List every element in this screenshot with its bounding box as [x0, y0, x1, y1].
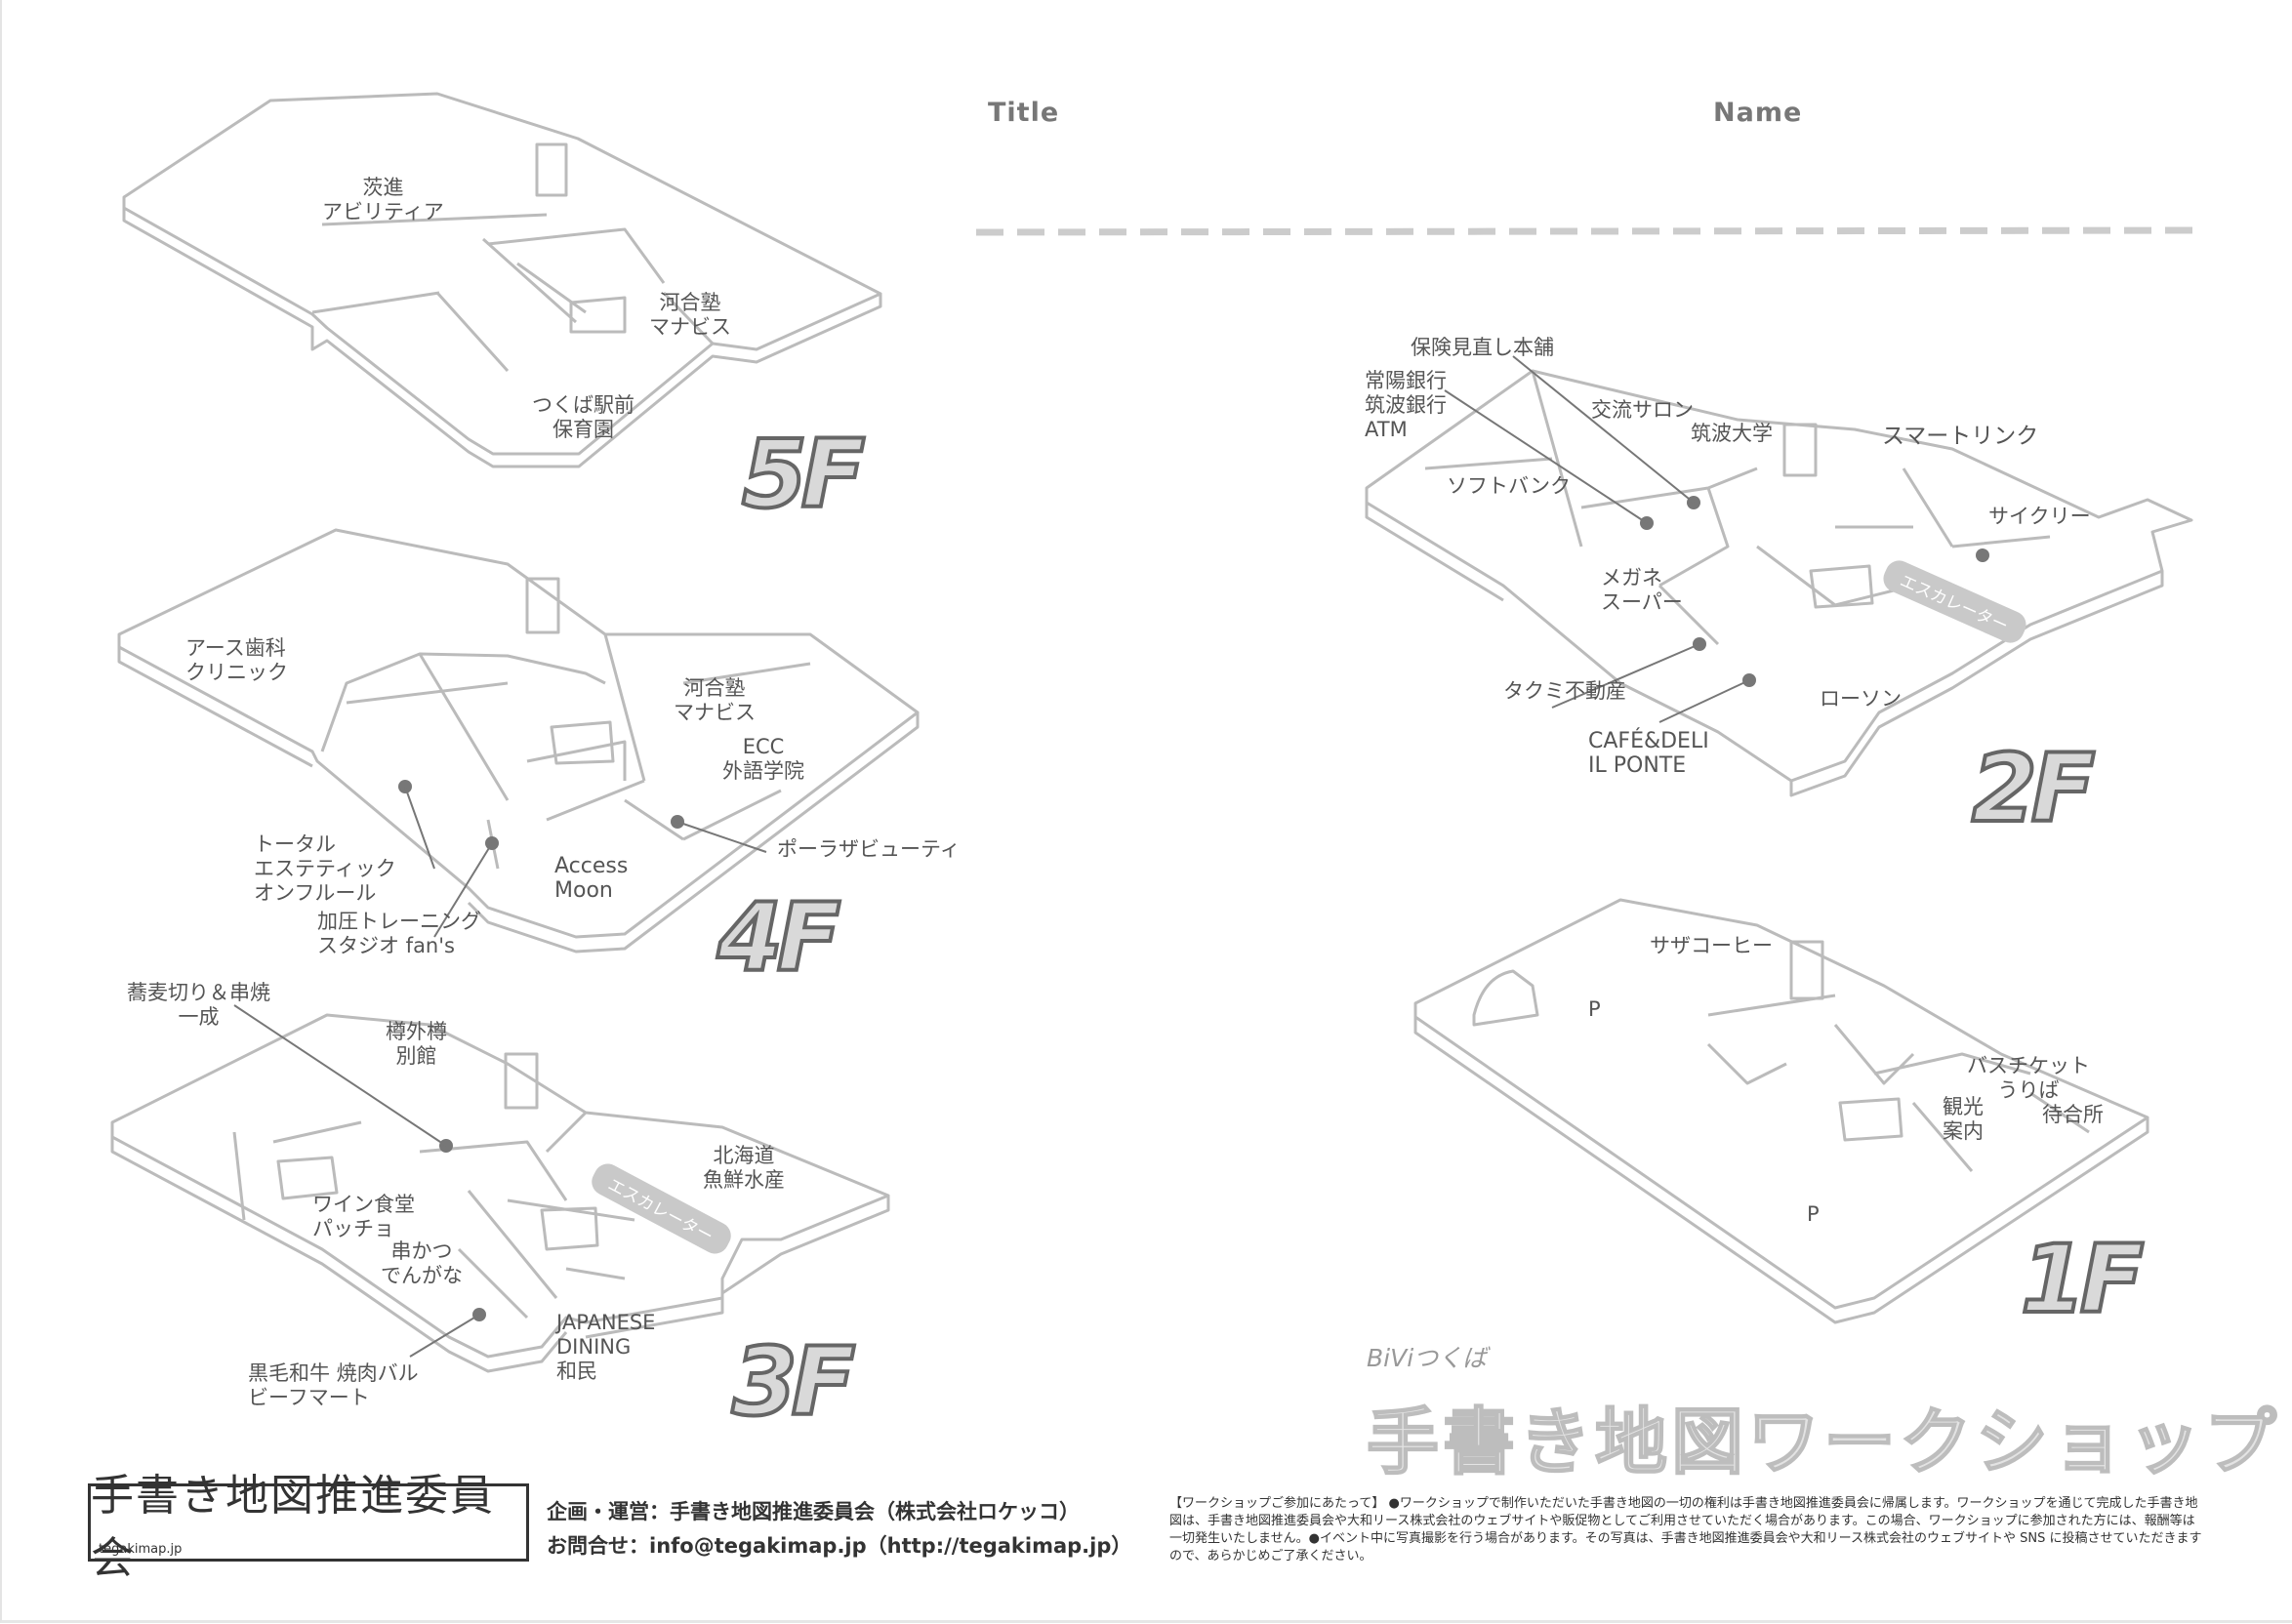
shop-label: 茨進 アビリティア	[322, 176, 444, 223]
shop-label: 筑波大学	[1691, 422, 1773, 445]
floor-badge-2f: 2F	[1970, 732, 2097, 845]
shop-label: 黒毛和牛 焼肉バル ビーフマート	[248, 1361, 419, 1409]
shop-label: ポーラザビューティ	[777, 837, 961, 861]
shop-label: 常陽銀行 筑波銀行 ATM	[1365, 369, 1447, 441]
logo-text: 手書き地図推進委員会	[91, 1471, 495, 1583]
committee-logo: 手書き地図推進委員会 tegakimap.jp	[88, 1471, 529, 1583]
floor-badge-1f: 1F	[2019, 1223, 2146, 1336]
workshop-subtitle: BiViつくば	[1367, 1344, 1488, 1372]
shop-label: 樽外樽 別館	[386, 1020, 447, 1068]
shop-label: ECC 外語学院	[722, 735, 804, 783]
shop-label: アース歯科 クリニック	[185, 636, 288, 684]
shop-label: サザコーヒー	[1650, 934, 1773, 957]
shop-label: ローソン	[1820, 687, 1902, 710]
shop-label: 待合所	[2042, 1103, 2104, 1126]
shop-label: 河合塾 マナビス	[674, 676, 756, 724]
floor-4f-outline	[117, 528, 920, 954]
shop-label: 串かつ でんがな	[381, 1239, 463, 1287]
shop-label: CAFÉ&DELI IL PONTE	[1588, 729, 1709, 778]
title-writing-line	[975, 226, 2197, 236]
floor-badge-5f: 5F	[740, 418, 867, 531]
parking-label: P	[1588, 997, 1601, 1021]
shop-label: タクミ不動産	[1503, 679, 1626, 703]
workshop-title: 手書き地図ワークショップ	[1366, 1400, 2280, 1485]
shop-label: 加圧トレーニング スタジオ fan's	[317, 910, 481, 957]
shop-label: メガネ スーパー	[1601, 566, 1683, 614]
shop-leader-lines	[233, 355, 1750, 1358]
shop-label: つくば駅前 保育園	[532, 393, 634, 441]
shop-label: 北海道 魚鮮水産	[703, 1144, 785, 1192]
shop-label: 河合塾 マナビス	[649, 291, 731, 339]
title-label: Title	[988, 98, 1060, 128]
parking-label: P	[1807, 1202, 1820, 1226]
floor-badge-4f: 4F	[716, 881, 842, 995]
participation-notice: 【ワークショップご参加にあたって】 ●ワークショップで制作いただいた手書き地図の…	[1169, 1496, 2202, 1563]
shop-label: ワイン食堂 パッチョ	[312, 1193, 415, 1240]
shop-label: JAPANESE DINING 和民	[556, 1311, 656, 1383]
shop-label: 観光 案内	[1943, 1095, 1984, 1143]
shop-label: 交流サロン	[1591, 398, 1694, 422]
shop-label: Access Moon	[554, 854, 629, 903]
floor-3f-outline	[110, 1013, 890, 1373]
shop-label: トータル エステティック オンフルール	[254, 832, 396, 905]
logo-url: tegakimap.jp	[99, 1542, 183, 1557]
contact-text: お問合せ：info@tegakimap.jp（http://tegakimap.…	[547, 1534, 1132, 1558]
floor-badge-3f: 3F	[730, 1325, 857, 1439]
name-label: Name	[1713, 98, 1803, 128]
organizer-text: 企画・運営：手書き地図推進委員会（株式会社ロケッコ）	[547, 1500, 1080, 1523]
floor-2f-outline	[1365, 369, 2193, 797]
shop-label: サイクリー	[1988, 505, 2091, 528]
shop-label: 蕎麦切り＆串焼 一成	[127, 981, 270, 1029]
shop-label: スマートリンク	[1882, 424, 2039, 449]
floor-1f-outline	[1413, 898, 2149, 1324]
shop-label: 保険見直し本舗	[1411, 336, 1554, 359]
shop-label: ソフトバンク	[1447, 474, 1572, 498]
floor-5f-outline	[122, 92, 882, 468]
shop-label: バスチケット うりば	[1967, 1054, 2090, 1102]
